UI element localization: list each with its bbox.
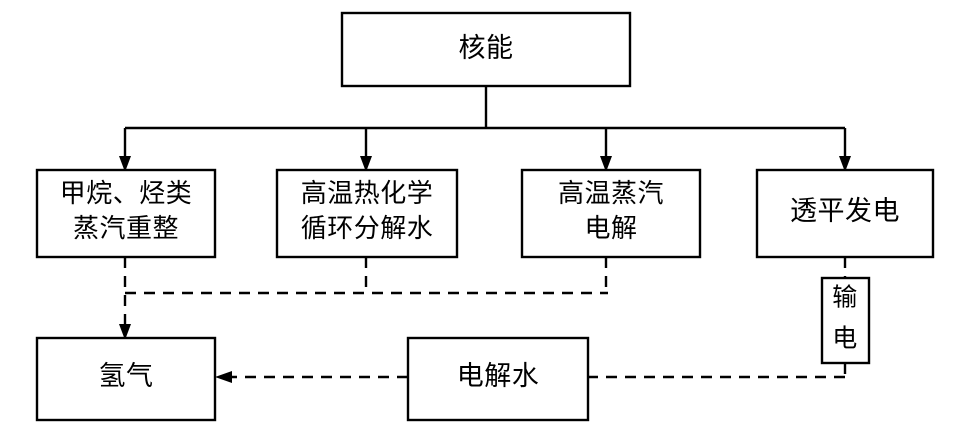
node-branch3-box[interactable] bbox=[520, 168, 702, 259]
node-electrolysis-label: 电解水 bbox=[457, 361, 540, 391]
node-branch3-label-line1: 高温蒸汽 bbox=[558, 179, 664, 208]
node-root-box[interactable] bbox=[340, 11, 632, 88]
node-transmission-char2: 电 bbox=[832, 325, 858, 353]
solid-connectors bbox=[119, 86, 851, 172]
node-electrolysis[interactable]: 电解水 bbox=[406, 336, 590, 422]
node-branch4-box[interactable] bbox=[755, 168, 935, 259]
arrow-head-branch2 bbox=[360, 156, 372, 172]
arrow-head-branch4 bbox=[839, 156, 851, 172]
node-branch4[interactable]: 透平发电 bbox=[755, 168, 935, 259]
arrow-head-branch3 bbox=[600, 156, 612, 172]
node-root-label: 核能 bbox=[459, 33, 514, 63]
node-branch3-label-line2: 电解 bbox=[584, 214, 637, 243]
node-branch2[interactable]: 高温热化学 循环分解水 bbox=[275, 168, 459, 259]
node-hydrogen-label: 氢气 bbox=[99, 361, 154, 391]
arrow-head-hydrogen-left bbox=[215, 371, 232, 383]
node-root[interactable]: 核能 bbox=[340, 11, 632, 88]
node-hydrogen-box[interactable] bbox=[35, 336, 217, 422]
arrow-head-branch1 bbox=[119, 156, 131, 172]
dashed-connectors bbox=[119, 257, 847, 383]
node-transmission-box[interactable] bbox=[820, 276, 871, 365]
node-branch2-label-line2: 循环分解水 bbox=[301, 214, 434, 243]
node-branch2-box[interactable] bbox=[275, 168, 459, 259]
node-transmission-char1: 输 bbox=[832, 284, 858, 312]
arrow-head-hydrogen bbox=[119, 324, 131, 340]
node-transmission[interactable]: 输 电 bbox=[820, 276, 871, 365]
node-branch1-label-line2: 蒸汽重整 bbox=[73, 214, 179, 243]
node-branch3[interactable]: 高温蒸汽 电解 bbox=[520, 168, 702, 259]
node-branch4-label: 透平发电 bbox=[790, 196, 900, 226]
node-branch1-label-line1: 甲烷、烃类 bbox=[60, 179, 193, 208]
node-hydrogen[interactable]: 氢气 bbox=[35, 336, 217, 422]
node-branch1[interactable]: 甲烷、烃类 蒸汽重整 bbox=[35, 168, 217, 259]
node-branch1-box[interactable] bbox=[35, 168, 217, 259]
node-electrolysis-box[interactable] bbox=[406, 336, 590, 422]
node-branch2-label-line1: 高温热化学 bbox=[301, 179, 434, 208]
